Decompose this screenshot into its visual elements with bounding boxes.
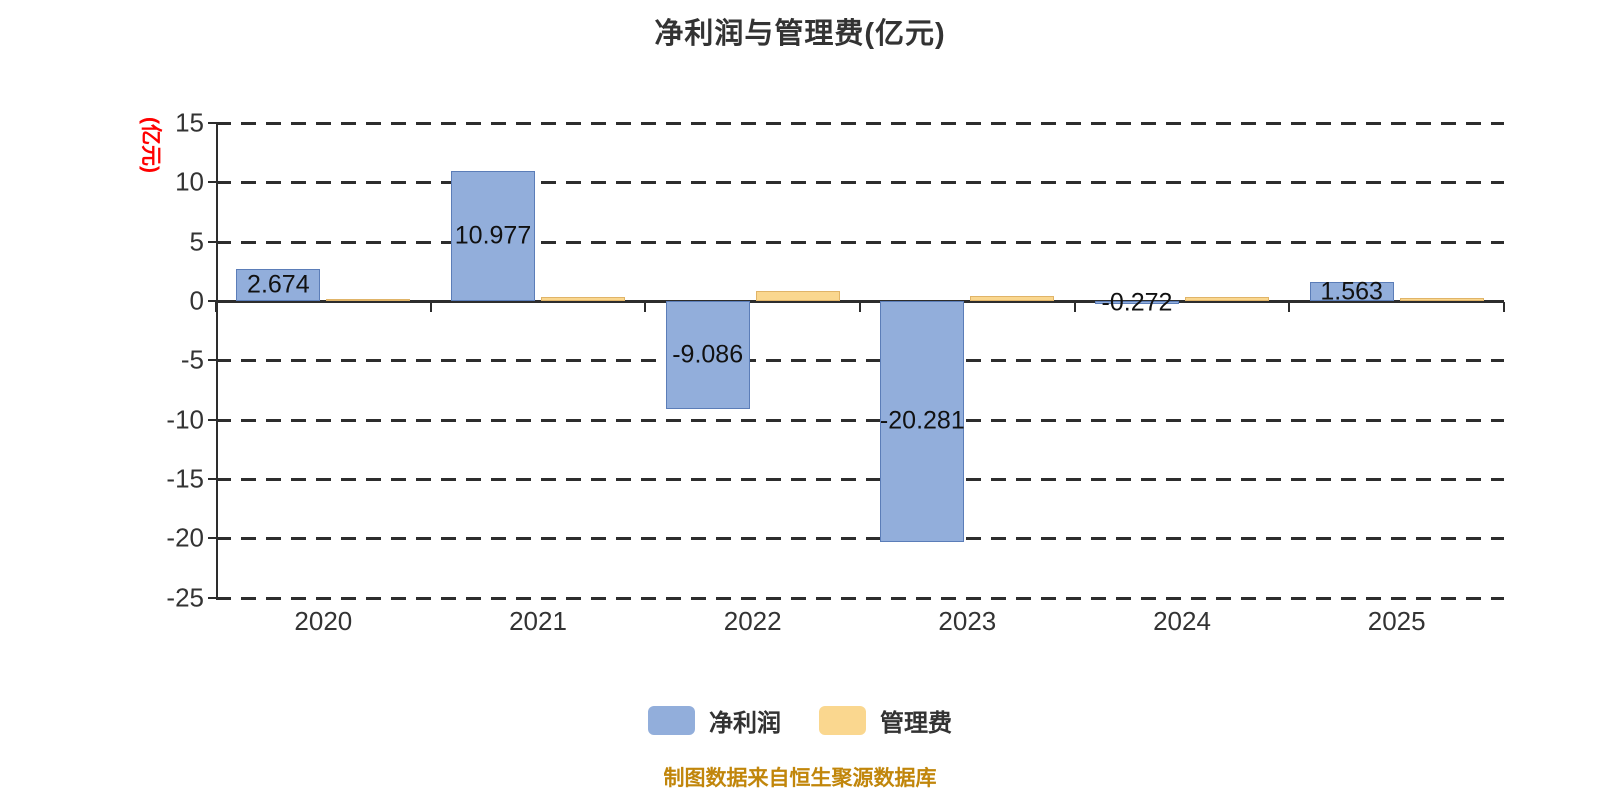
y-tick-label: -25 xyxy=(166,582,204,613)
y-tick-label: -10 xyxy=(166,404,204,435)
y-tick-label: -20 xyxy=(166,522,204,553)
y-tick xyxy=(208,300,216,302)
x-tick xyxy=(1288,302,1291,312)
y-tick-label: 15 xyxy=(175,107,204,138)
mgmt-fee-bar[interactable] xyxy=(970,296,1055,301)
h-gridline xyxy=(216,240,1504,244)
chart-title: 净利润与管理费(亿元) xyxy=(654,18,946,50)
y-tick xyxy=(208,240,216,243)
y-tick-label: -5 xyxy=(180,344,204,375)
bar-value-label: 10.977 xyxy=(454,221,532,250)
x-tick xyxy=(1503,302,1505,312)
x-tick xyxy=(215,302,217,312)
h-gridline xyxy=(216,537,1504,541)
x-axis-label: 2022 xyxy=(723,605,782,636)
y-tick xyxy=(208,181,216,184)
legend: 净利润 管理费 xyxy=(0,703,1600,738)
x-tick xyxy=(644,302,647,312)
y-tick xyxy=(208,121,216,124)
h-gridline xyxy=(216,181,1504,185)
data-source-note: 制图数据来自恒生聚源数据库 xyxy=(663,767,937,790)
y-axis-line xyxy=(216,121,218,599)
h-gridline xyxy=(216,478,1504,481)
y-tick xyxy=(208,537,216,540)
y-tick-label: 0 xyxy=(189,285,204,316)
mgmt-fee-swatch-icon xyxy=(819,706,866,735)
mgmt-fee-bar[interactable] xyxy=(541,296,625,301)
y-tick xyxy=(208,418,216,421)
y-tick-label: 5 xyxy=(189,226,204,257)
h-gridline xyxy=(216,121,1504,125)
x-axis-label: 2020 xyxy=(294,605,353,636)
net-profit-bar[interactable] xyxy=(451,170,535,301)
y-tick xyxy=(208,596,216,599)
x-axis-label: 2024 xyxy=(1153,605,1211,636)
mgmt-fee-bar[interactable] xyxy=(755,290,840,301)
x-tick xyxy=(859,302,861,312)
net-profit-bar[interactable] xyxy=(1309,282,1394,301)
bar-value-label: -9.086 xyxy=(672,340,744,369)
net-profit-bar[interactable] xyxy=(665,301,750,409)
net-profit-bar[interactable] xyxy=(236,269,321,301)
mgmt-fee-bar[interactable] xyxy=(1185,296,1269,301)
h-gridline xyxy=(216,596,1504,600)
bar-value-label: 2.674 xyxy=(247,270,310,299)
y-tick xyxy=(208,478,216,480)
x-axis-label: 2021 xyxy=(509,605,567,636)
h-gridline xyxy=(216,359,1504,363)
y-tick xyxy=(208,359,216,362)
x-tick xyxy=(429,302,432,312)
bar-value-label: 1.563 xyxy=(1320,277,1383,306)
h-gridline xyxy=(216,418,1504,422)
legend-item-mgmt-fee[interactable]: 管理费 xyxy=(819,703,952,738)
y-tick-label: 10 xyxy=(175,166,204,197)
mgmt-fee-bar[interactable] xyxy=(1399,298,1484,301)
x-axis-line xyxy=(216,300,1504,303)
mgmt-fee-bar[interactable] xyxy=(326,299,411,302)
legend-item-net-profit[interactable]: 净利润 xyxy=(648,703,781,738)
legend-label-mgmt-fee: 管理费 xyxy=(880,710,952,737)
x-axis-label: 2025 xyxy=(1367,605,1426,636)
x-axis-label: 2023 xyxy=(938,605,997,636)
x-tick xyxy=(1073,302,1076,312)
bar-value-label: -0.272 xyxy=(1101,288,1173,317)
y-tick-label: -15 xyxy=(166,463,204,494)
bar-value-label: -20.281 xyxy=(879,406,965,435)
legend-label-net-profit: 净利润 xyxy=(709,710,781,737)
net-profit-bar[interactable] xyxy=(1095,301,1179,305)
net-profit-bar[interactable] xyxy=(880,301,965,542)
net-profit-swatch-icon xyxy=(648,706,695,735)
